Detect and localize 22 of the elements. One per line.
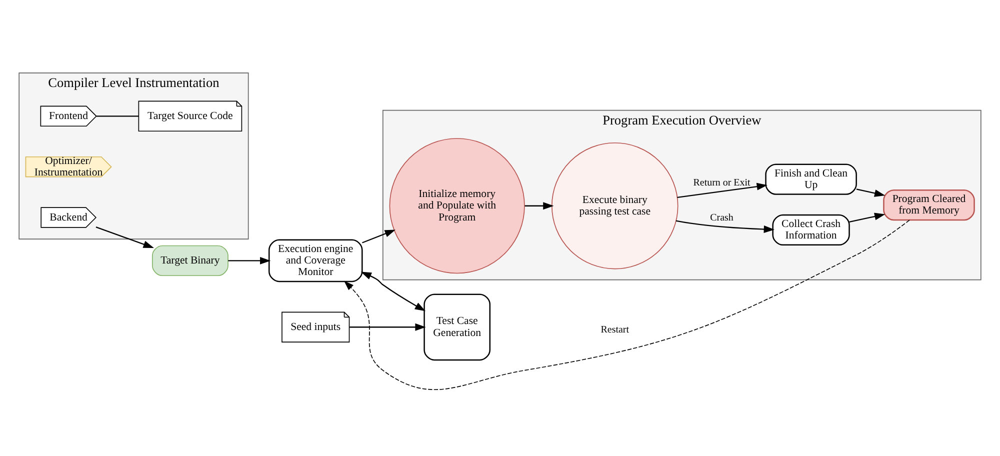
arrow <box>362 230 396 244</box>
node-box: Execution engine and Coverage Monitor <box>268 239 363 282</box>
node-box: Program Cleared from Memory <box>883 189 975 221</box>
arrow <box>849 212 886 222</box>
arrow <box>524 202 554 210</box>
arrow <box>677 182 768 198</box>
node-box: Test Case Generation <box>424 294 491 361</box>
arrow <box>676 220 774 233</box>
node-box: Collect Crash Information <box>772 214 850 246</box>
edge-label: Return or Exit <box>693 178 750 189</box>
arrow <box>360 272 426 312</box>
arrow <box>228 256 271 264</box>
edge-label: Restart <box>600 324 629 336</box>
arrow <box>350 323 426 331</box>
connector <box>96 116 139 117</box>
arrow <box>856 188 886 197</box>
node-circle: Initialize memory and Populate with Program <box>389 138 525 274</box>
edge-label: Crash <box>710 212 734 224</box>
arrow <box>96 226 154 248</box>
node-box: Finish and Clean Up <box>765 164 857 195</box>
node-box: Target Binary <box>152 245 228 276</box>
node-circle: Execute binary passing test case <box>552 142 678 270</box>
